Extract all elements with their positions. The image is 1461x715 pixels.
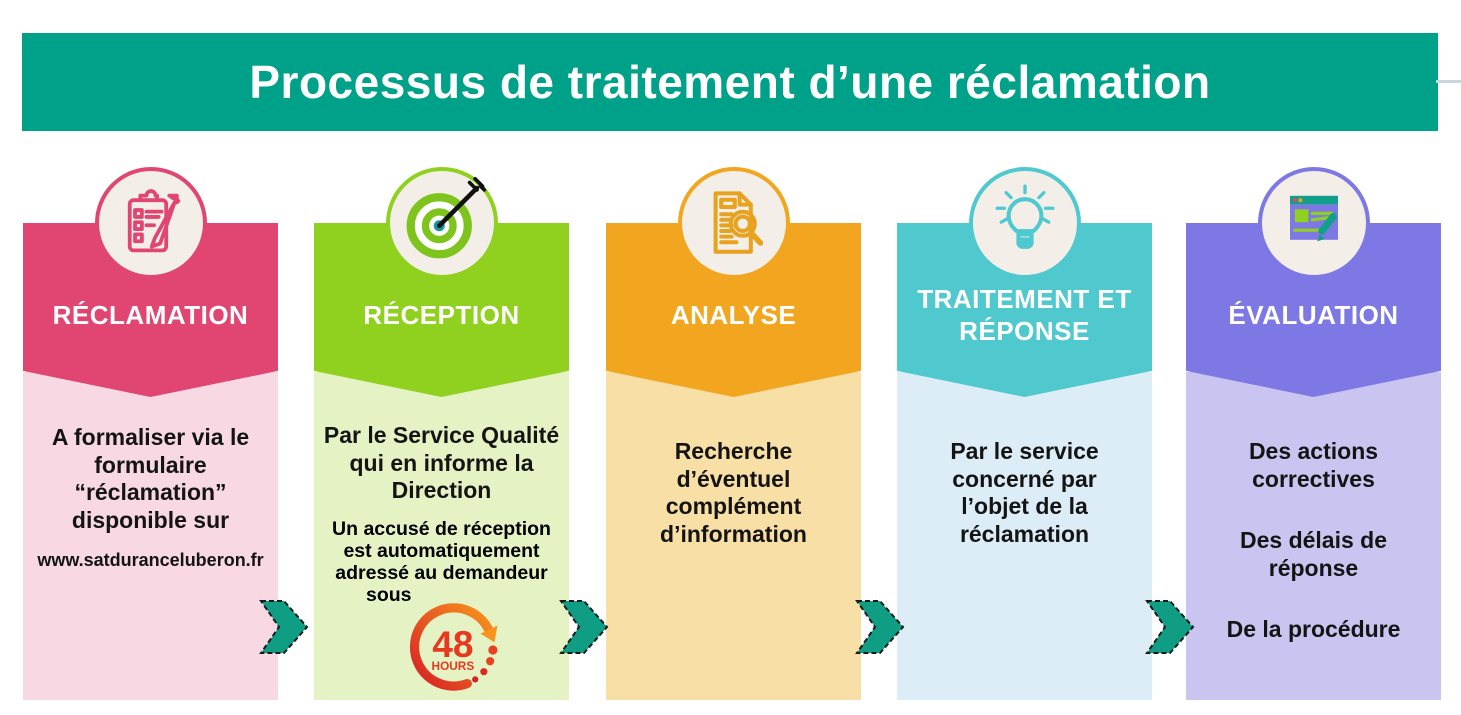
step-body: Recherche d’éventuel complément d’inform… (606, 372, 861, 700)
browser-edit-icon (1289, 195, 1338, 242)
target-dart-icon (406, 177, 486, 259)
step-description: Recherche d’éventuel complément d’inform… (660, 438, 807, 547)
page-title: Processus de traitement d’une réclamatio… (249, 56, 1211, 108)
step-title: RÉCLAMATION (52, 299, 249, 330)
step-body: Des actions correctives Des délais de ré… (1186, 372, 1441, 700)
step-column-traitement-reponse: TRAITEMENT ET RÉPONSE Par le service con… (897, 0, 1152, 715)
step-icon-circle (94, 167, 207, 279)
step-description: A formaliser via le formulaire “réclamat… (51, 424, 250, 533)
title-banner: Processus de traitement d’une réclamatio… (22, 33, 1438, 131)
step-description: Par le Service Qualité qui en informe la… (323, 422, 560, 504)
clipboard-pencil-icon (127, 189, 180, 253)
48-hours-icon: 48 HOURS (409, 603, 498, 691)
step-title: RÉCEPTION (363, 299, 520, 330)
step-header: TRAITEMENT ET RÉPONSE (897, 223, 1152, 397)
step-description: Des délais de réponse (1239, 527, 1388, 581)
decorative-line (1436, 80, 1461, 83)
step-column-reception: RÉCEPTION Par le Service Qualité qui en … (314, 0, 569, 715)
step-icon-circle (385, 167, 498, 279)
next-step-arrow (259, 600, 309, 654)
website-link: www.satduranceluberon.fr (37, 550, 264, 571)
step-icon-circle (968, 167, 1081, 279)
step-column-evaluation: ÉVALUATION Des actions correctives Des d… (1186, 0, 1441, 715)
step-body: Par le service concerné par l’objet de l… (897, 372, 1152, 700)
step-title: ÉVALUATION (1228, 299, 1399, 330)
badge-unit: HOURS (432, 659, 475, 673)
step-body: A formaliser via le formulaire “réclamat… (23, 372, 278, 700)
auto-reply-note: Un accusé de réception est automatiqueme… (332, 517, 551, 607)
badge-number: 48 (432, 623, 473, 665)
step-icon-circle (1257, 167, 1370, 279)
step-title: TRAITEMENT ET RÉPONSE (917, 283, 1132, 347)
next-step-arrow (559, 600, 609, 654)
lightbulb-icon (994, 184, 1055, 249)
next-step-arrow (855, 600, 905, 654)
next-step-arrow (1145, 600, 1195, 654)
step-description: De la procédure (1226, 616, 1401, 643)
step-body: Par le Service Qualité qui en informe la… (314, 372, 569, 700)
step-column-reclamation: RÉCLAMATION A formaliser via le formulai… (23, 0, 278, 715)
document-magnifier-icon (713, 191, 763, 254)
step-column-analyse: ANALYSE Recherche d’éventuel complément … (606, 0, 861, 715)
step-description: Par le service concerné par l’objet de l… (950, 438, 1099, 547)
step-description: Des actions correctives (1248, 438, 1379, 492)
step-title: ANALYSE (670, 299, 797, 330)
step-icon-circle (677, 167, 790, 279)
